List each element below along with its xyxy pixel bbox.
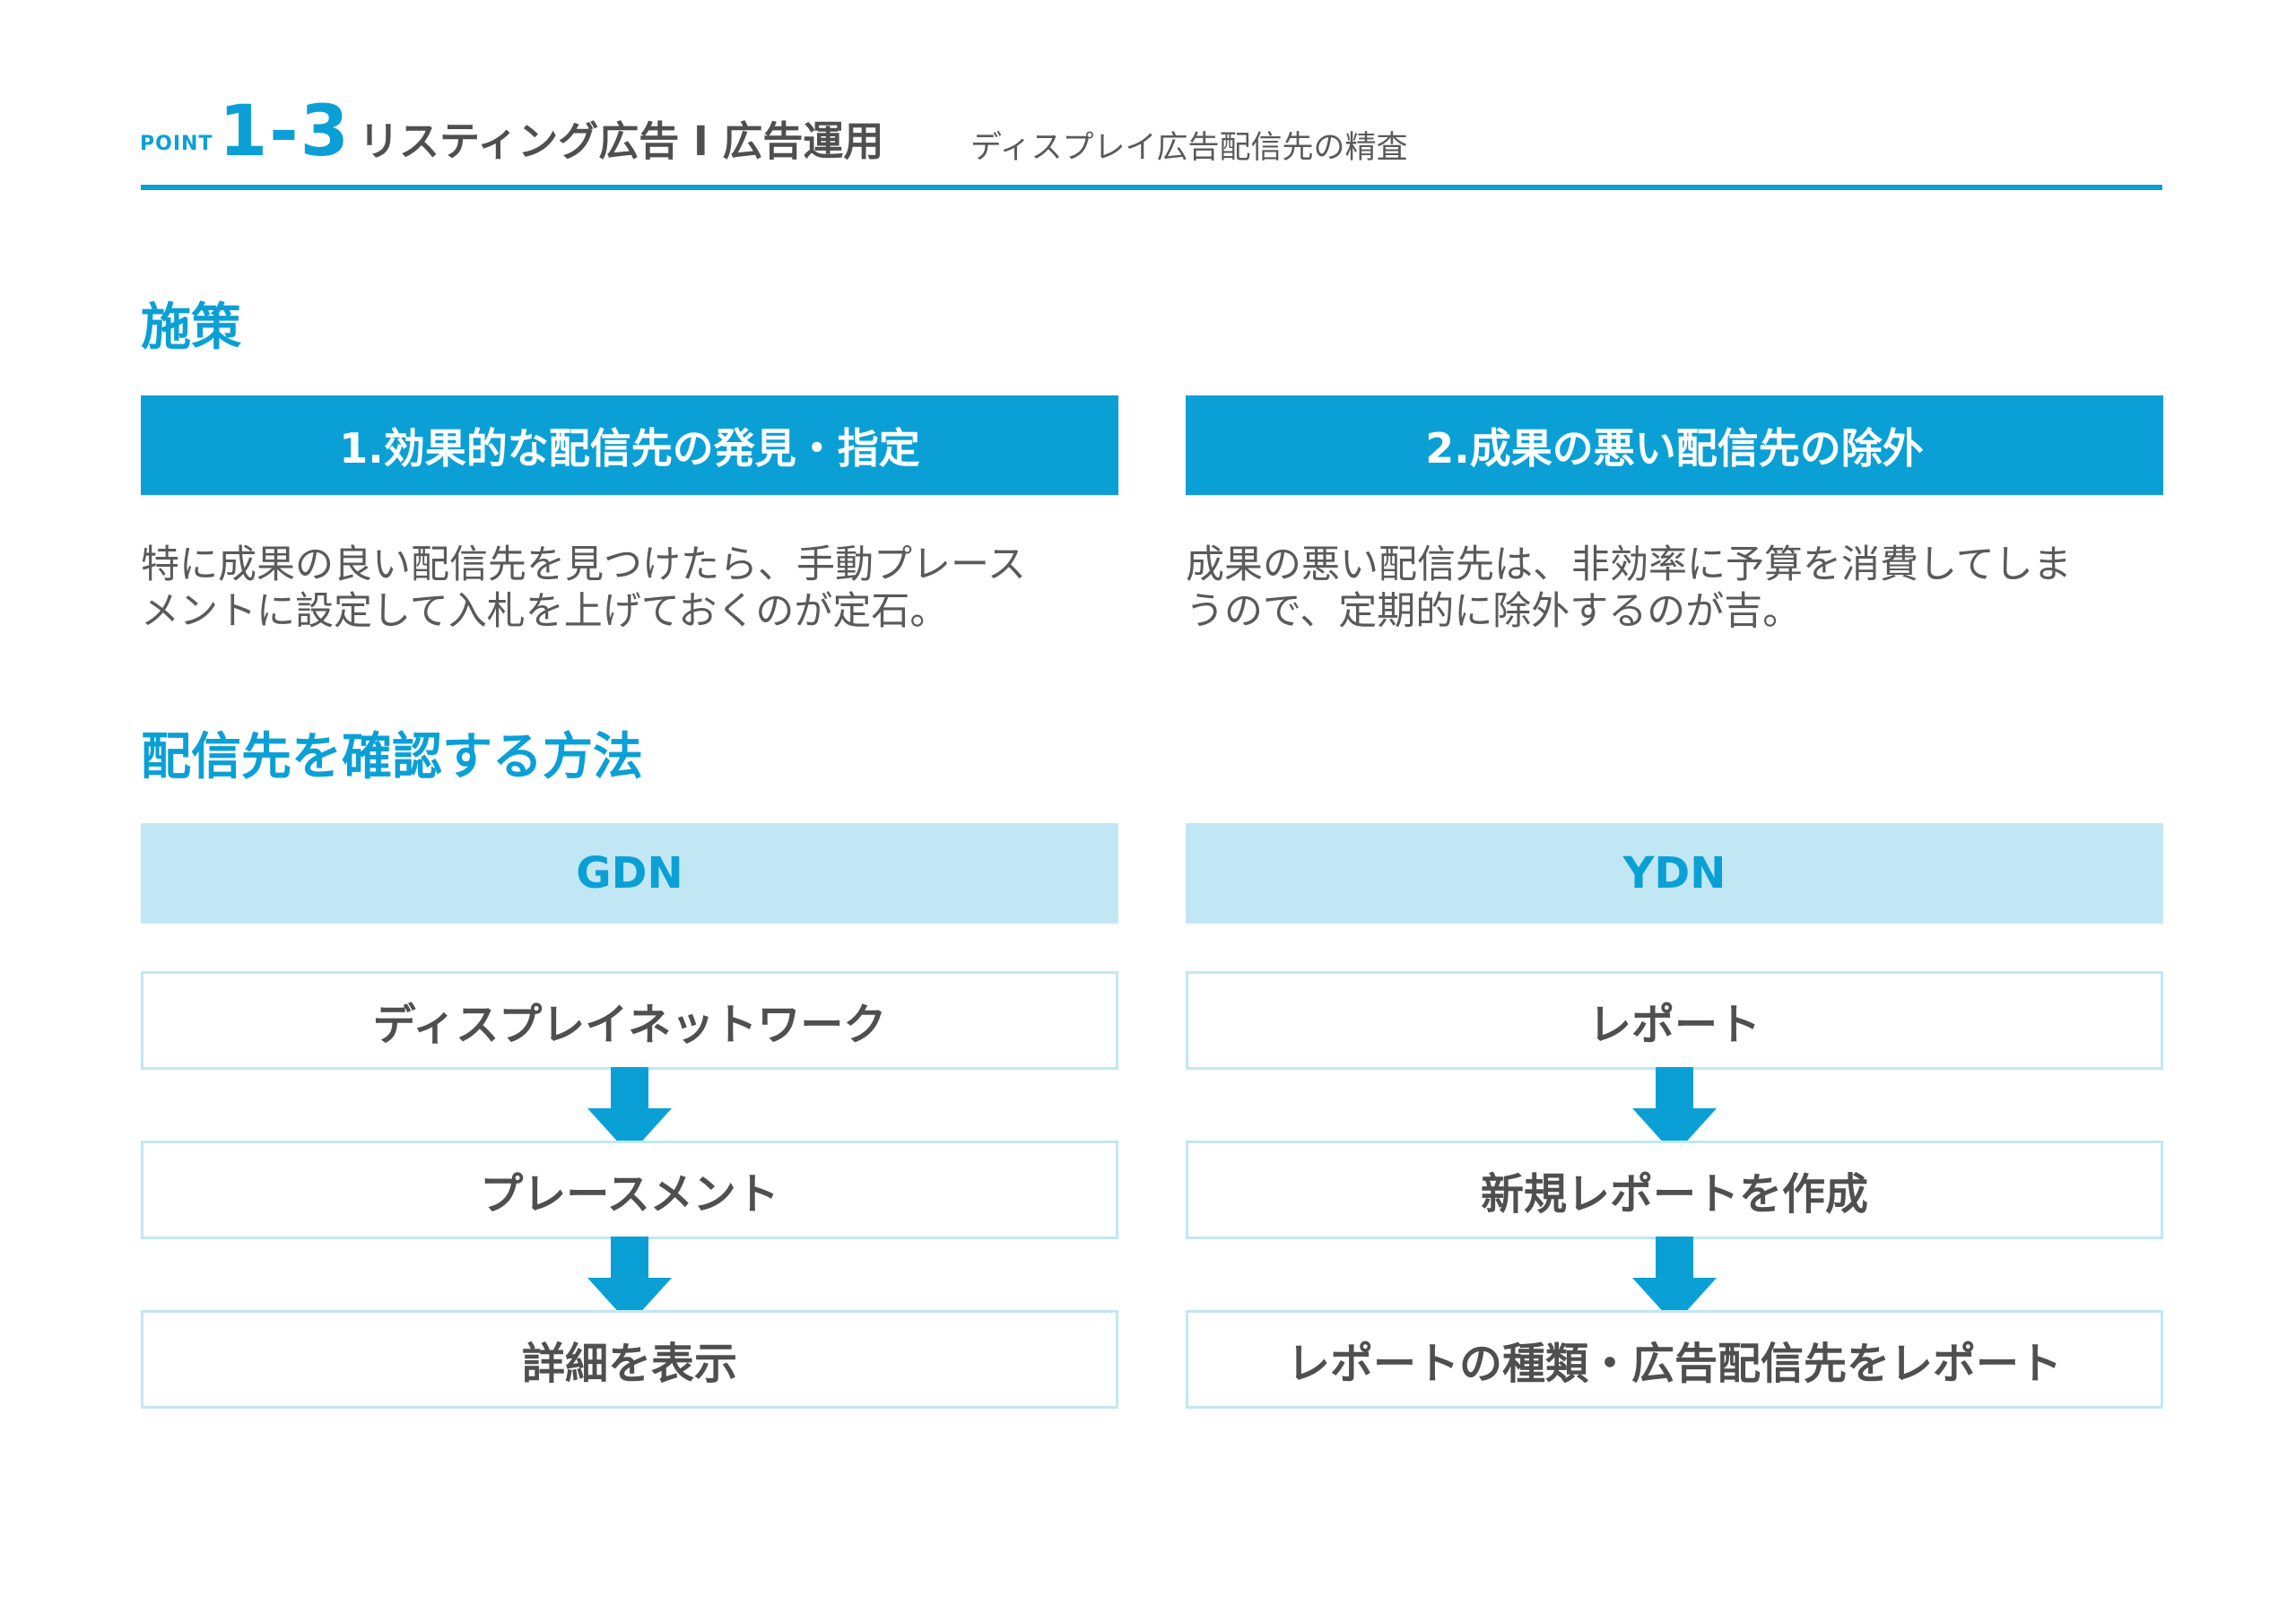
arrow-down-icon (587, 1237, 672, 1324)
page-subtitle: ディスプレイ広告配信先の精査 (970, 130, 1408, 166)
gdn-step-1: ディスプレイネットワーク (141, 971, 1118, 1070)
arrow-down-icon (1632, 1237, 1717, 1324)
measure-title-2: 2.成果の悪い配信先の除外 (1186, 395, 2163, 495)
ydn-step-3: レポートの種類・広告配信先をレポート (1186, 1310, 2163, 1409)
header-divider (141, 185, 2162, 190)
measure-description-1-line-1: 特に成果の良い配信先を見つけたら、手動プレース (141, 542, 1026, 587)
ydn-step-2: 新規レポートを作成 (1186, 1141, 2163, 1239)
arrow-down-icon (1632, 1067, 1717, 1155)
measure-description-2: 成果の悪い配信先は、非効率に予算を消費してしま うので、定期的に除外するのが吉。 (1186, 542, 2172, 635)
measure-description-2-line-1: 成果の悪い配信先は、非効率に予算を消費してしま (1186, 542, 2072, 587)
measure-title-1: 1.効果的な配信先の発見・指定 (141, 395, 1118, 495)
ydn-step-1: レポート (1186, 971, 2163, 1070)
methods-heading: 配信先を確認する方法 (141, 728, 643, 786)
ydn-header: YDN (1186, 823, 2163, 924)
arrow-down-icon (587, 1067, 672, 1155)
point-label: POINT (140, 133, 213, 155)
measures-heading: 施策 (141, 299, 241, 357)
page-title: リスティング広告 I 広告運用 (359, 117, 884, 165)
gdn-step-2: プレースメント (141, 1141, 1118, 1239)
measure-description-1-line-2: メントに設定して入札を上げておくのが定石。 (141, 589, 949, 634)
measure-description-1: 特に成果の良い配信先を見つけたら、手動プレース メントに設定して入札を上げておく… (141, 542, 1127, 635)
gdn-step-3: 詳細を表示 (141, 1310, 1118, 1409)
point-number: 1-3 (219, 91, 351, 172)
measure-description-2-line-2: うので、定期的に除外するのが吉。 (1186, 589, 1802, 634)
gdn-header: GDN (141, 823, 1118, 924)
